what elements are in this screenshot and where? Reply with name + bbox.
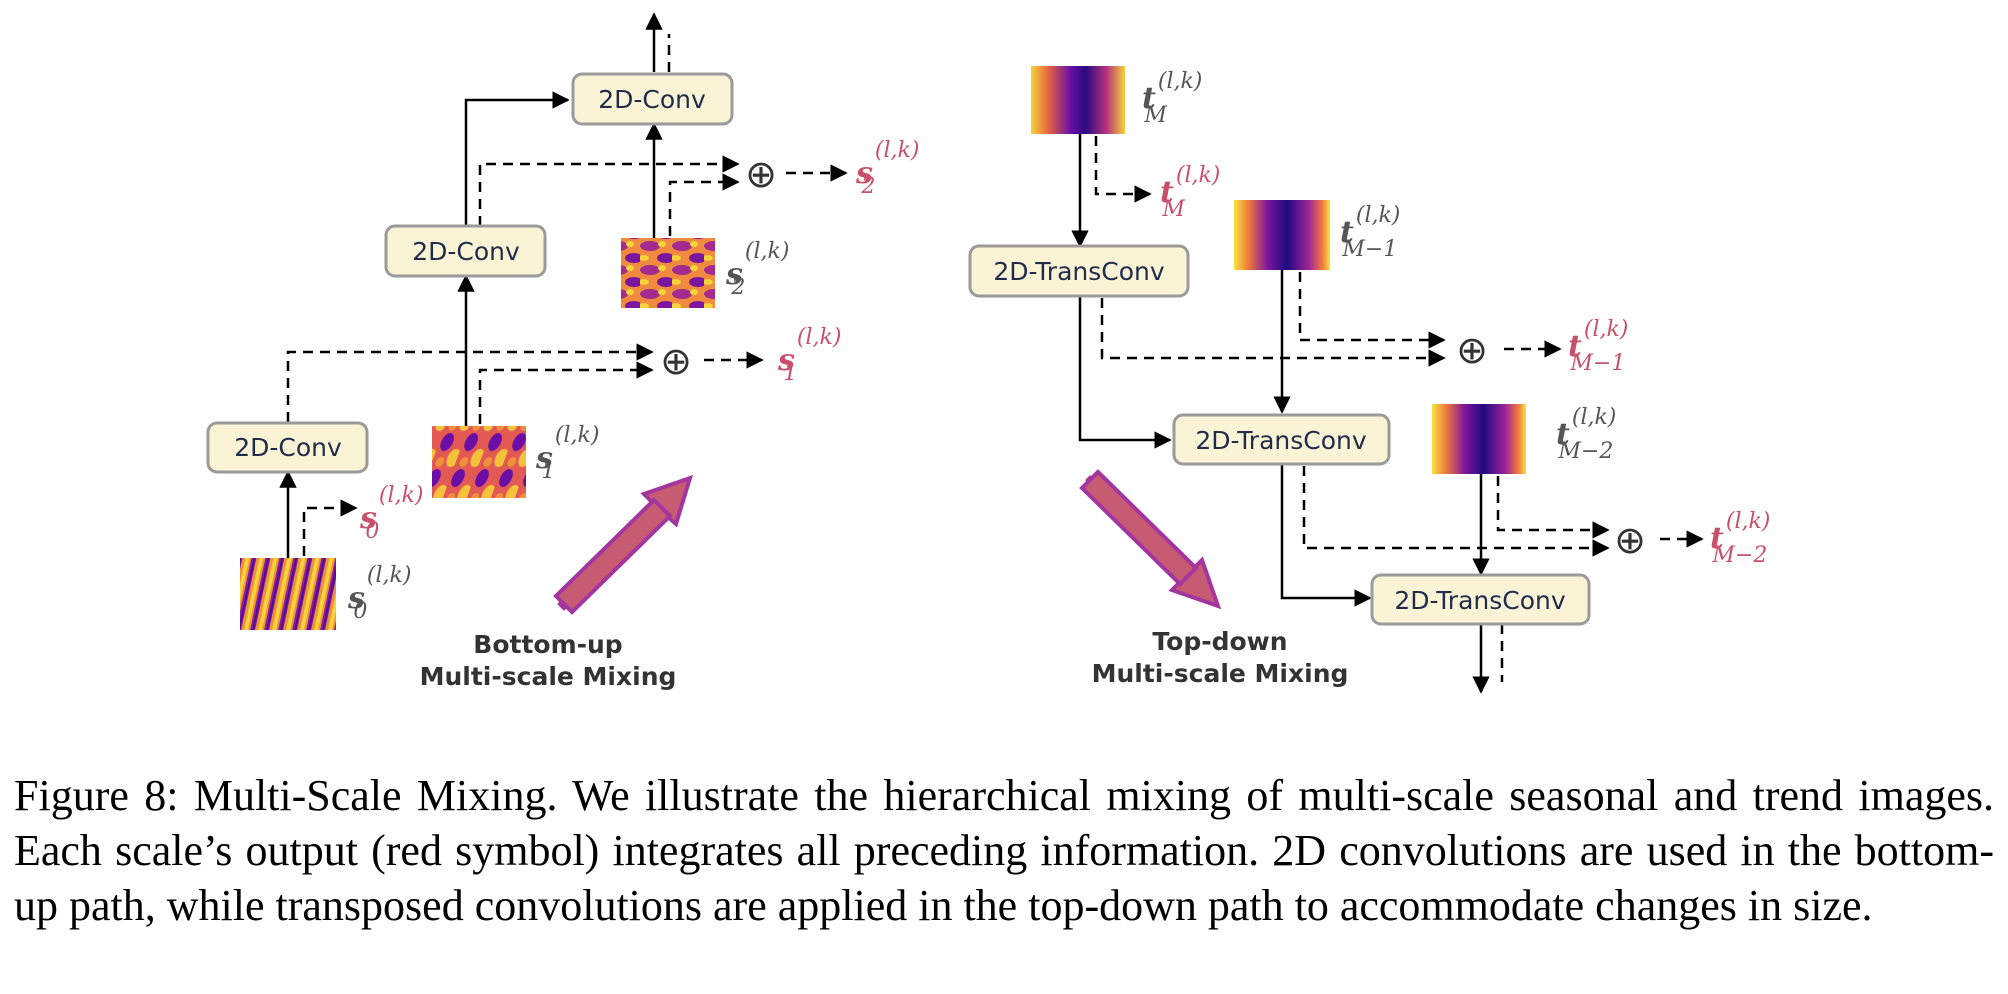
multi-scale-mixing-diagram: ⊕ ⊕ 2D-Conv 2D-Conv 2D-Conv s(l,k)0 s(l,… <box>206 12 1770 694</box>
output-label-s2: s(l,k)2 <box>855 138 919 199</box>
output-label-tM1: t(l,k)M−1 <box>1568 317 1628 376</box>
bottom-up-title-line2: Multi-scale Mixing <box>420 662 677 691</box>
output-label-tM2: t(l,k)M−2 <box>1710 509 1770 568</box>
seasonal-image-s2 <box>621 238 715 308</box>
trend-image-tM1 <box>1234 200 1330 270</box>
conv-box-2-label: 2D-Conv <box>412 237 520 266</box>
transconv-box-2: 2D-TransConv <box>1172 413 1391 466</box>
bottom-up-direction-arrow-body <box>553 497 673 615</box>
top-down-direction-arrow-body <box>1079 469 1199 587</box>
bottom-up-dashed-arrows <box>286 34 848 556</box>
figure-caption: Figure 8: Multi-Scale Mixing. We illustr… <box>14 771 1994 930</box>
output-label-s1: s(l,k)1 <box>777 325 841 386</box>
top-down-title-line1: Top-down <box>1152 627 1287 656</box>
seasonal-image-s0 <box>240 558 336 630</box>
bottom-up-title-line1: Bottom-up <box>473 630 622 659</box>
conv-box-3-label: 2D-Conv <box>598 85 706 114</box>
conv-box-2: 2D-Conv <box>384 224 547 278</box>
sum-symbol-s1: ⊕ <box>660 339 692 383</box>
trend-image-tM2 <box>1432 404 1526 474</box>
top-down-solid-arrows <box>1071 134 1490 694</box>
sum-symbol-s2: ⊕ <box>745 152 777 196</box>
top-down-title-line2: Multi-scale Mixing <box>1092 659 1349 688</box>
transconv-box-3-label: 2D-TransConv <box>1394 586 1566 615</box>
conv-box-3: 2D-Conv <box>571 72 734 126</box>
input-label-tM: t(l,k)M <box>1142 69 1202 128</box>
input-label-tM2: t(l,k)M−2 <box>1556 405 1616 464</box>
conv-box-1: 2D-Conv <box>206 421 369 474</box>
seasonal-image-s1 <box>432 426 526 498</box>
input-label-s0: s(l,k)0 <box>347 563 411 624</box>
input-label-tM1: t(l,k)M−1 <box>1340 203 1400 262</box>
top-down-dashed-arrows <box>1094 136 1704 682</box>
transconv-box-1: 2D-TransConv <box>968 244 1190 298</box>
trend-image-tM <box>1031 66 1125 134</box>
transconv-box-3: 2D-TransConv <box>1370 573 1591 626</box>
conv-box-1-label: 2D-Conv <box>234 433 342 462</box>
transconv-box-2-label: 2D-TransConv <box>1195 426 1367 455</box>
input-label-s2: s(l,k)2 <box>725 239 789 300</box>
bottom-up-solid-arrows <box>279 12 663 558</box>
output-label-s0: s(l,k)0 <box>359 483 423 544</box>
input-label-s1: s(l,k)1 <box>535 423 599 484</box>
bottom-up-title: Bottom-up Multi-scale Mixing <box>420 630 677 691</box>
output-label-tM: t(l,k)M <box>1160 163 1220 222</box>
transconv-box-1-label: 2D-TransConv <box>993 257 1165 286</box>
sum-symbol-tM2: ⊕ <box>1614 518 1646 562</box>
sum-symbol-tM1: ⊕ <box>1456 328 1488 372</box>
top-down-title: Top-down Multi-scale Mixing <box>1092 627 1349 688</box>
